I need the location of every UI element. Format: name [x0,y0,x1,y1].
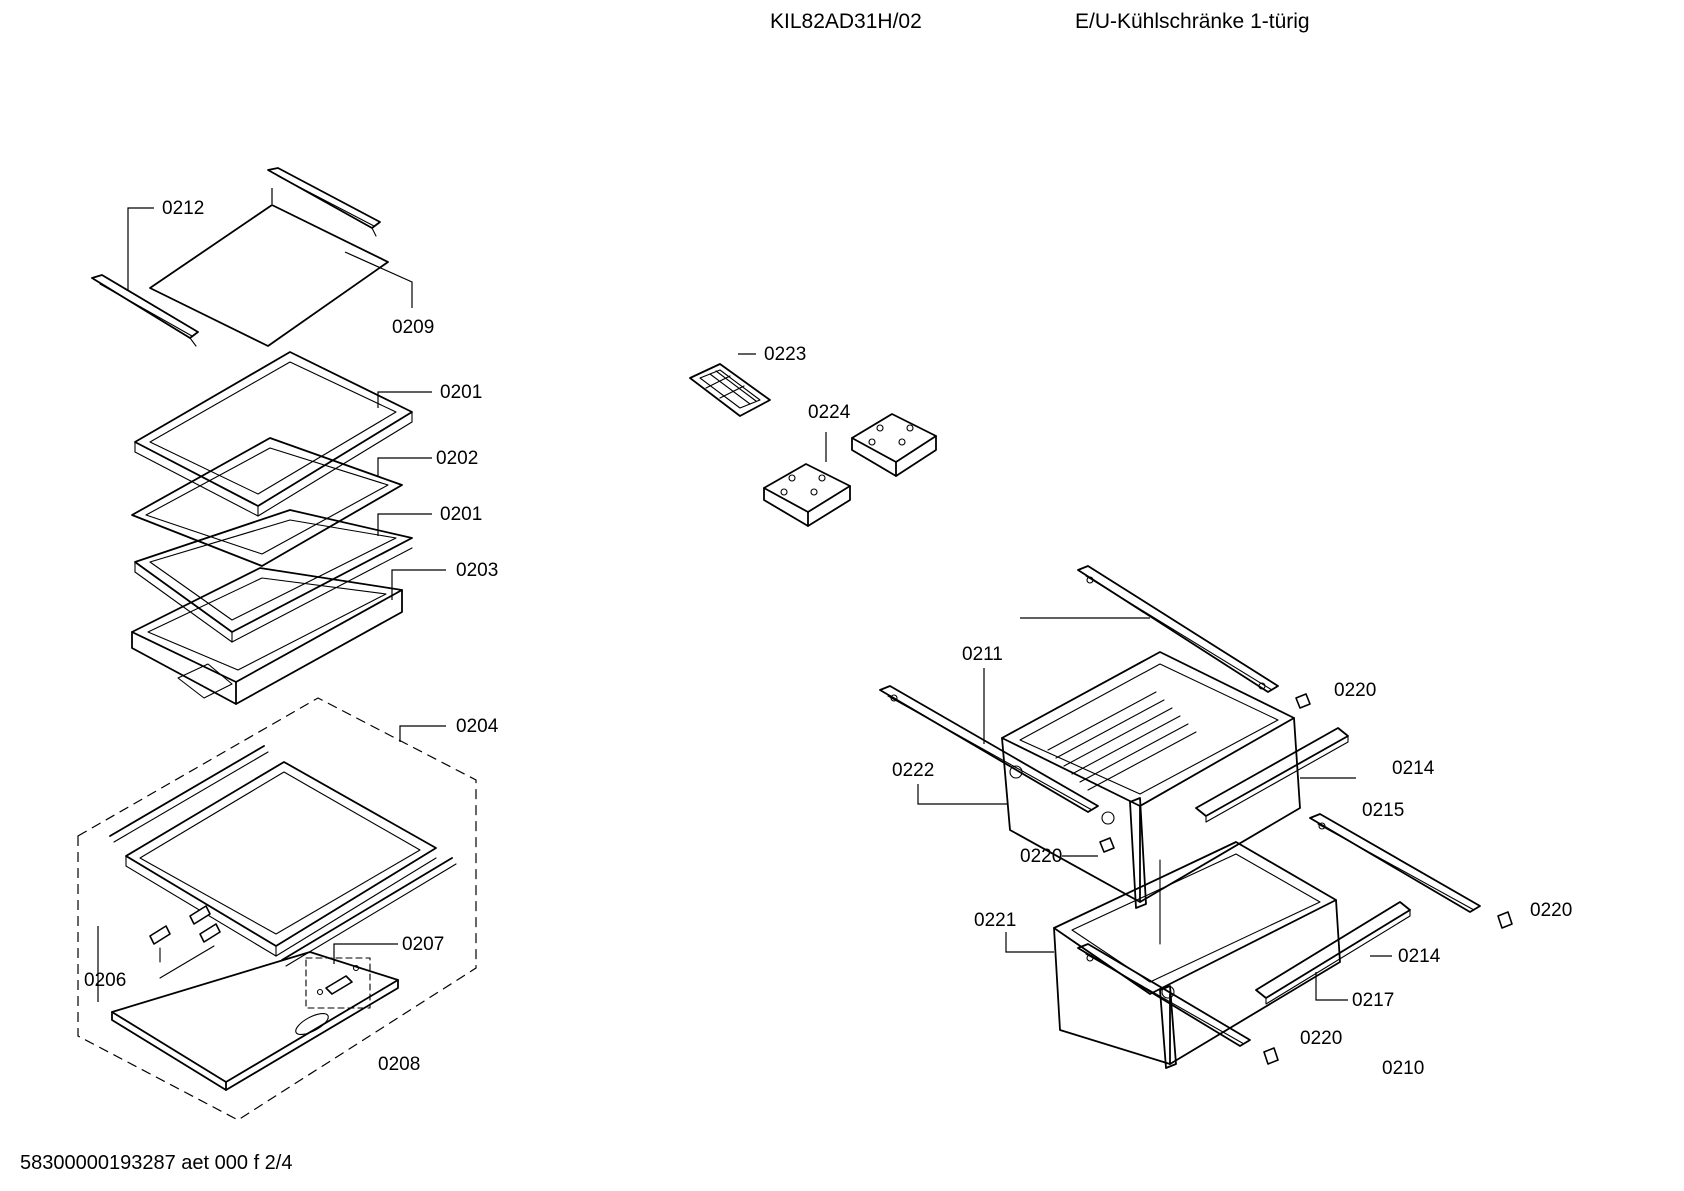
part-0220-clip-d [1263,1047,1279,1065]
callout-0208: 0208 [378,1054,420,1075]
callout-0214-lower: 0214 [1398,946,1441,967]
appliance-description: E/U-Kühlschränke 1-türig [1075,10,1310,33]
part-0208-cover-plate [111,945,399,1091]
callout-0204: 0204 [456,716,499,737]
part-0202-shelf-frame [131,437,403,567]
part-rail-right [1309,813,1481,913]
part-0220-clip-c [1497,911,1513,929]
part-0203-shelf-tray [131,567,403,705]
callout-0201-upper: 0201 [440,382,482,403]
part-0209-glass-plate [149,204,389,347]
callout-0221: 0221 [974,910,1016,931]
callout-0215: 0215 [1362,800,1404,821]
callout-0206: 0206 [84,970,126,991]
part-rail-lower [1077,943,1251,1047]
part-0204-glass-shelf-assembly [109,745,457,967]
part-0224-cool-pack-right [851,413,937,477]
callout-0217: 0217 [1352,990,1394,1011]
callout-labels: 0212 0209 0201 0202 0201 0203 0204 0206 … [84,198,1572,1079]
leader-lines [97,188,1392,1002]
callout-0211: 0211 [962,644,1003,665]
callout-0201-lower: 0201 [440,504,482,525]
part-0214-handle-upper [1195,727,1349,823]
callout-0220-d: 0220 [1300,1028,1342,1049]
part-0223-ice-tray [689,363,771,417]
callout-0220-c: 0220 [1530,900,1572,921]
part-0214-handle-lower [1255,901,1411,1005]
callout-0222: 0222 [892,760,934,781]
part-0206-clips [149,905,221,963]
part-0215-drawer-upper [1001,651,1301,909]
part-0224-cool-pack-left [763,463,851,527]
callout-0220-b: 0220 [1020,846,1062,867]
part-0220-clip-a [1295,693,1311,709]
callout-0212: 0212 [162,198,204,219]
callout-0209: 0209 [392,317,434,338]
callout-0224: 0224 [808,402,851,423]
part-0207-bracket [305,957,371,1009]
document-code: 58300000193287 aet 000 f 2/4 [20,1152,293,1174]
model-number: KIL82AD31H/02 [770,10,922,33]
part-0220-clip-b [1099,837,1115,853]
part-0201-shelf-middle [134,509,413,643]
callout-0210: 0210 [1382,1058,1424,1079]
callout-0202: 0202 [436,448,478,469]
callout-0223: 0223 [764,344,806,365]
part-0212-shelf-rails [91,167,381,347]
callout-0214-upper: 0214 [1392,758,1435,779]
part-0201-shelf-upper [134,351,413,517]
part-0211-rail [879,685,1099,813]
callout-0203: 0203 [456,560,498,581]
part-rail-upper-back [1077,565,1279,693]
callout-0220-a: 0220 [1334,680,1376,701]
part-0204-assembly-outline [77,697,477,1121]
callout-0207: 0207 [402,934,444,955]
part-0221-drawer-lower [1053,841,1341,1069]
